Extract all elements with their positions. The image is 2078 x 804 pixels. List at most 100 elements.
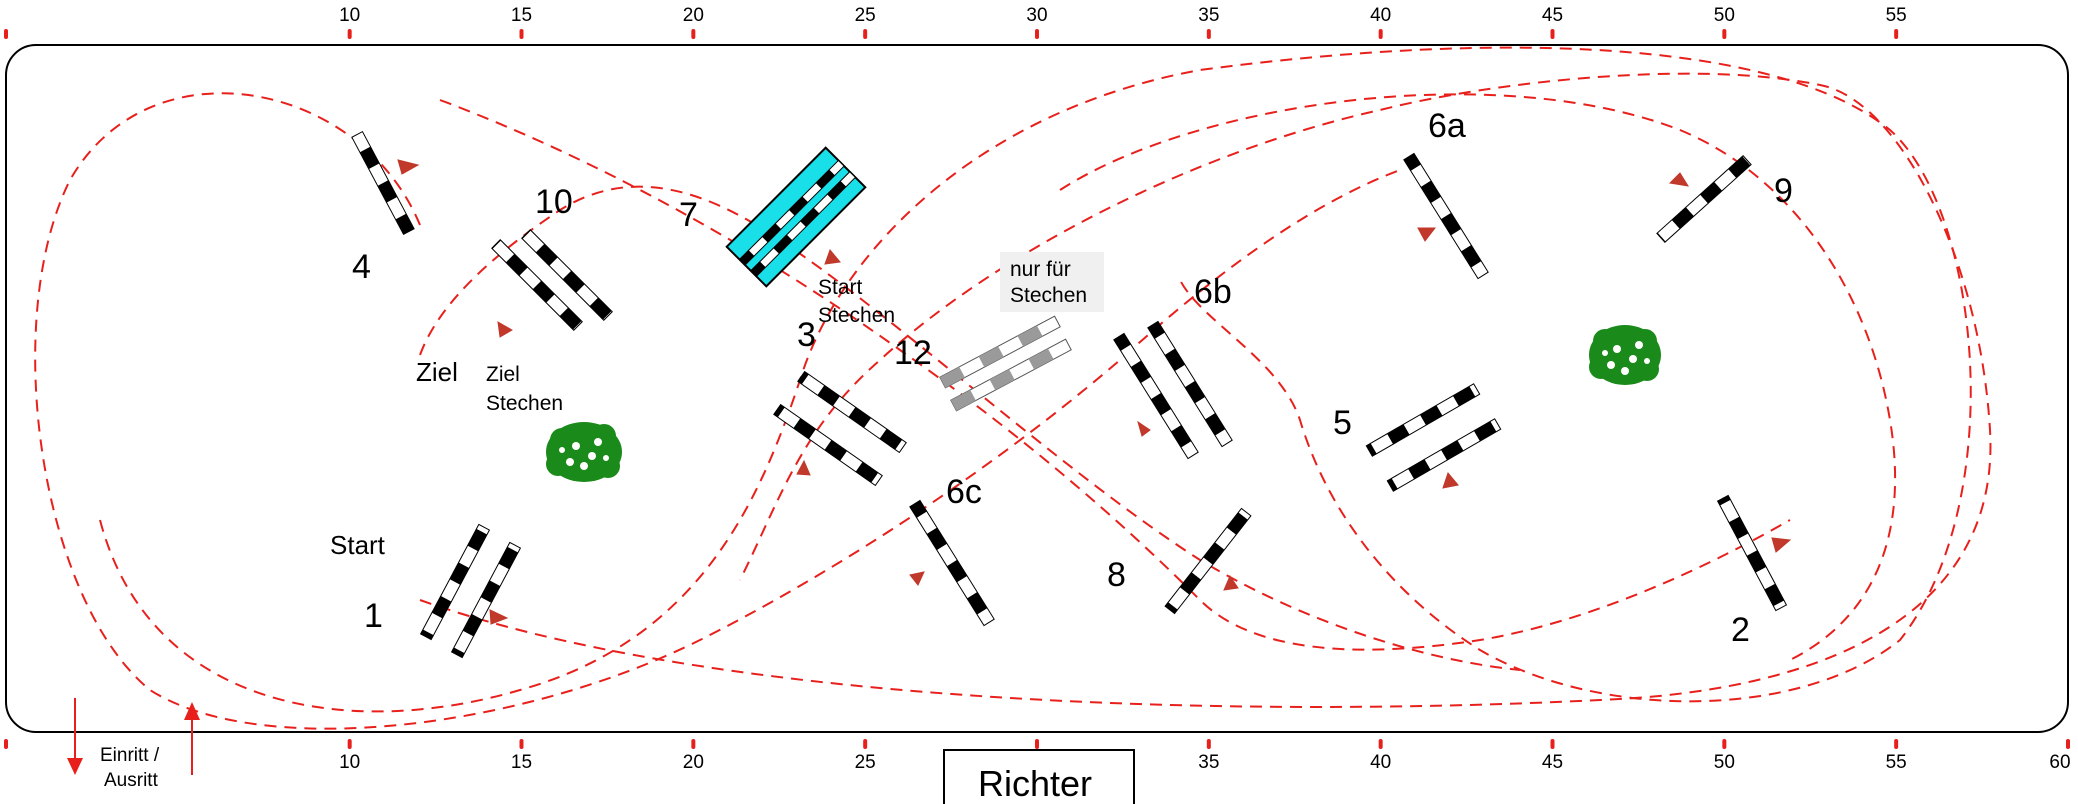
label-ziel-stechen-2: Stechen <box>486 392 563 415</box>
ruler-top-label-10: 10 <box>339 5 360 26</box>
ruler-top-label-55: 55 <box>1886 5 1907 26</box>
route-center-cross <box>439 99 1791 651</box>
ruler-top-label-15: 15 <box>511 5 532 26</box>
number-5: 5 <box>1333 404 1352 442</box>
ruler-top-label-25: 25 <box>855 5 876 26</box>
number-9: 9 <box>1774 172 1793 210</box>
fence-1a <box>419 523 491 641</box>
ruler-bottom-marker-30 <box>1035 739 1039 749</box>
ruler-bottom-marker-25 <box>863 739 868 749</box>
ruler-top-marker-25 <box>863 29 868 39</box>
ruler-top: 10 15 20 25 30 35 40 45 50 55 <box>4 5 1907 39</box>
fence-8 <box>1164 507 1252 615</box>
number-7: 7 <box>679 196 698 234</box>
fence-6c <box>909 499 995 627</box>
ruler-bottom-label-20: 20 <box>683 752 704 773</box>
number-2: 2 <box>1731 611 1750 649</box>
number-4: 4 <box>352 248 371 286</box>
ruler-bottom-label-55: 55 <box>1886 752 1907 773</box>
entrance-label-2: Ausritt <box>104 770 159 791</box>
ruler-top-label-30: 30 <box>1026 5 1047 26</box>
number-10: 10 <box>535 183 573 221</box>
ruler-top-marker-45 <box>1550 29 1555 39</box>
label-start-stechen-1: Start <box>818 276 863 299</box>
fence-4 <box>351 130 415 236</box>
fences <box>351 130 1788 659</box>
fence-10a <box>491 239 583 331</box>
fence-5b <box>1386 418 1502 492</box>
fence-3b <box>797 370 907 454</box>
fence-6b-a <box>1113 332 1199 460</box>
route-loop-left <box>34 92 1401 730</box>
ruler-bottom-marker-40 <box>1378 739 1383 749</box>
number-6a: 6a <box>1428 107 1466 145</box>
fence-7-water <box>725 146 867 288</box>
number-12: 12 <box>894 334 932 372</box>
ruler-bottom-label-25: 25 <box>855 752 876 773</box>
route-top-arc <box>1059 93 1897 661</box>
ruler-top-marker-50 <box>1722 29 1727 39</box>
label-nur-fuer-1: nur für <box>1010 258 1071 281</box>
ruler-top-label-45: 45 <box>1542 5 1563 26</box>
fence-3a <box>773 403 883 487</box>
ruler-top-label-50: 50 <box>1714 5 1735 26</box>
exit-arrow-down <box>67 758 83 775</box>
fence-5a <box>1365 383 1481 457</box>
ruler-bottom-marker-0 <box>4 739 8 749</box>
route-arrows <box>397 159 1792 625</box>
route-paths <box>34 46 1992 730</box>
ruler-bottom-label-40: 40 <box>1370 752 1391 773</box>
ruler-top-marker-15 <box>519 29 524 39</box>
number-6b: 6b <box>1194 273 1232 311</box>
nur-fuer-stechen-box <box>1000 252 1104 312</box>
label-start-stechen-2: Stechen <box>818 304 895 327</box>
ruler-bottom-label-60: 60 <box>2049 752 2070 773</box>
ruler-bottom-label-45: 45 <box>1542 752 1563 773</box>
ruler-top-marker-40 <box>1378 29 1383 39</box>
bush-right <box>1589 325 1661 385</box>
label-ziel: Ziel <box>416 357 458 387</box>
ruler-bottom-marker-45 <box>1550 739 1555 749</box>
number-6c: 6c <box>946 473 982 511</box>
fence-2 <box>1716 494 1788 612</box>
ruler-bottom-label-35: 35 <box>1198 752 1219 773</box>
fence-6b-b <box>1147 320 1233 448</box>
ruler-bottom-marker-60 <box>2066 739 2070 749</box>
ruler-top-marker-10 <box>347 29 352 39</box>
ruler-top-marker-55 <box>1894 29 1899 39</box>
entry-arrow-up <box>184 702 200 720</box>
entrance-label-1: Einritt / <box>100 745 160 766</box>
ruler-top-marker-30 <box>1035 29 1039 39</box>
ruler-bottom-label-50: 50 <box>1714 752 1735 773</box>
bush-left <box>546 422 622 482</box>
course-labels: Start Ziel Ziel Stechen Start Stechen nu… <box>330 252 1104 560</box>
fence-10b <box>521 229 613 321</box>
number-1: 1 <box>364 597 383 635</box>
ruler-bottom-marker-35 <box>1206 739 1211 749</box>
fence-1b <box>450 541 522 659</box>
arena-border <box>5 44 2069 733</box>
ruler-top-label-40: 40 <box>1370 5 1391 26</box>
route-loop-start <box>419 185 1521 671</box>
ruler-top-label-20: 20 <box>683 5 704 26</box>
ruler-top-marker-35 <box>1206 29 1211 39</box>
ruler-bottom-marker-10 <box>347 739 352 749</box>
ruler-bottom-label-10: 10 <box>339 752 360 773</box>
ruler-bottom-marker-50 <box>1722 739 1727 749</box>
ruler-top-label-35: 35 <box>1198 5 1219 26</box>
ruler-top-marker-20 <box>691 29 696 39</box>
label-start: Start <box>330 530 386 560</box>
route-loop-outer <box>99 46 1972 713</box>
route-big-right <box>419 72 1992 708</box>
ruler-bottom-marker-15 <box>519 739 524 749</box>
obstacle-numbers: 1 2 3 4 5 6a 6b 6c 7 8 9 10 12 <box>352 107 1793 649</box>
entrance-exit: Einritt / Ausritt <box>67 698 200 791</box>
ruler-top-marker-0 <box>4 29 8 39</box>
judge-label: Richter <box>978 763 1092 804</box>
ruler-bottom-marker-55 <box>1894 739 1899 749</box>
judge-box: Richter <box>943 749 1135 804</box>
label-ziel-stechen-1: Ziel <box>486 363 520 386</box>
label-nur-fuer-2: Stechen <box>1010 284 1087 307</box>
ruler-bottom-label-15: 15 <box>511 752 532 773</box>
